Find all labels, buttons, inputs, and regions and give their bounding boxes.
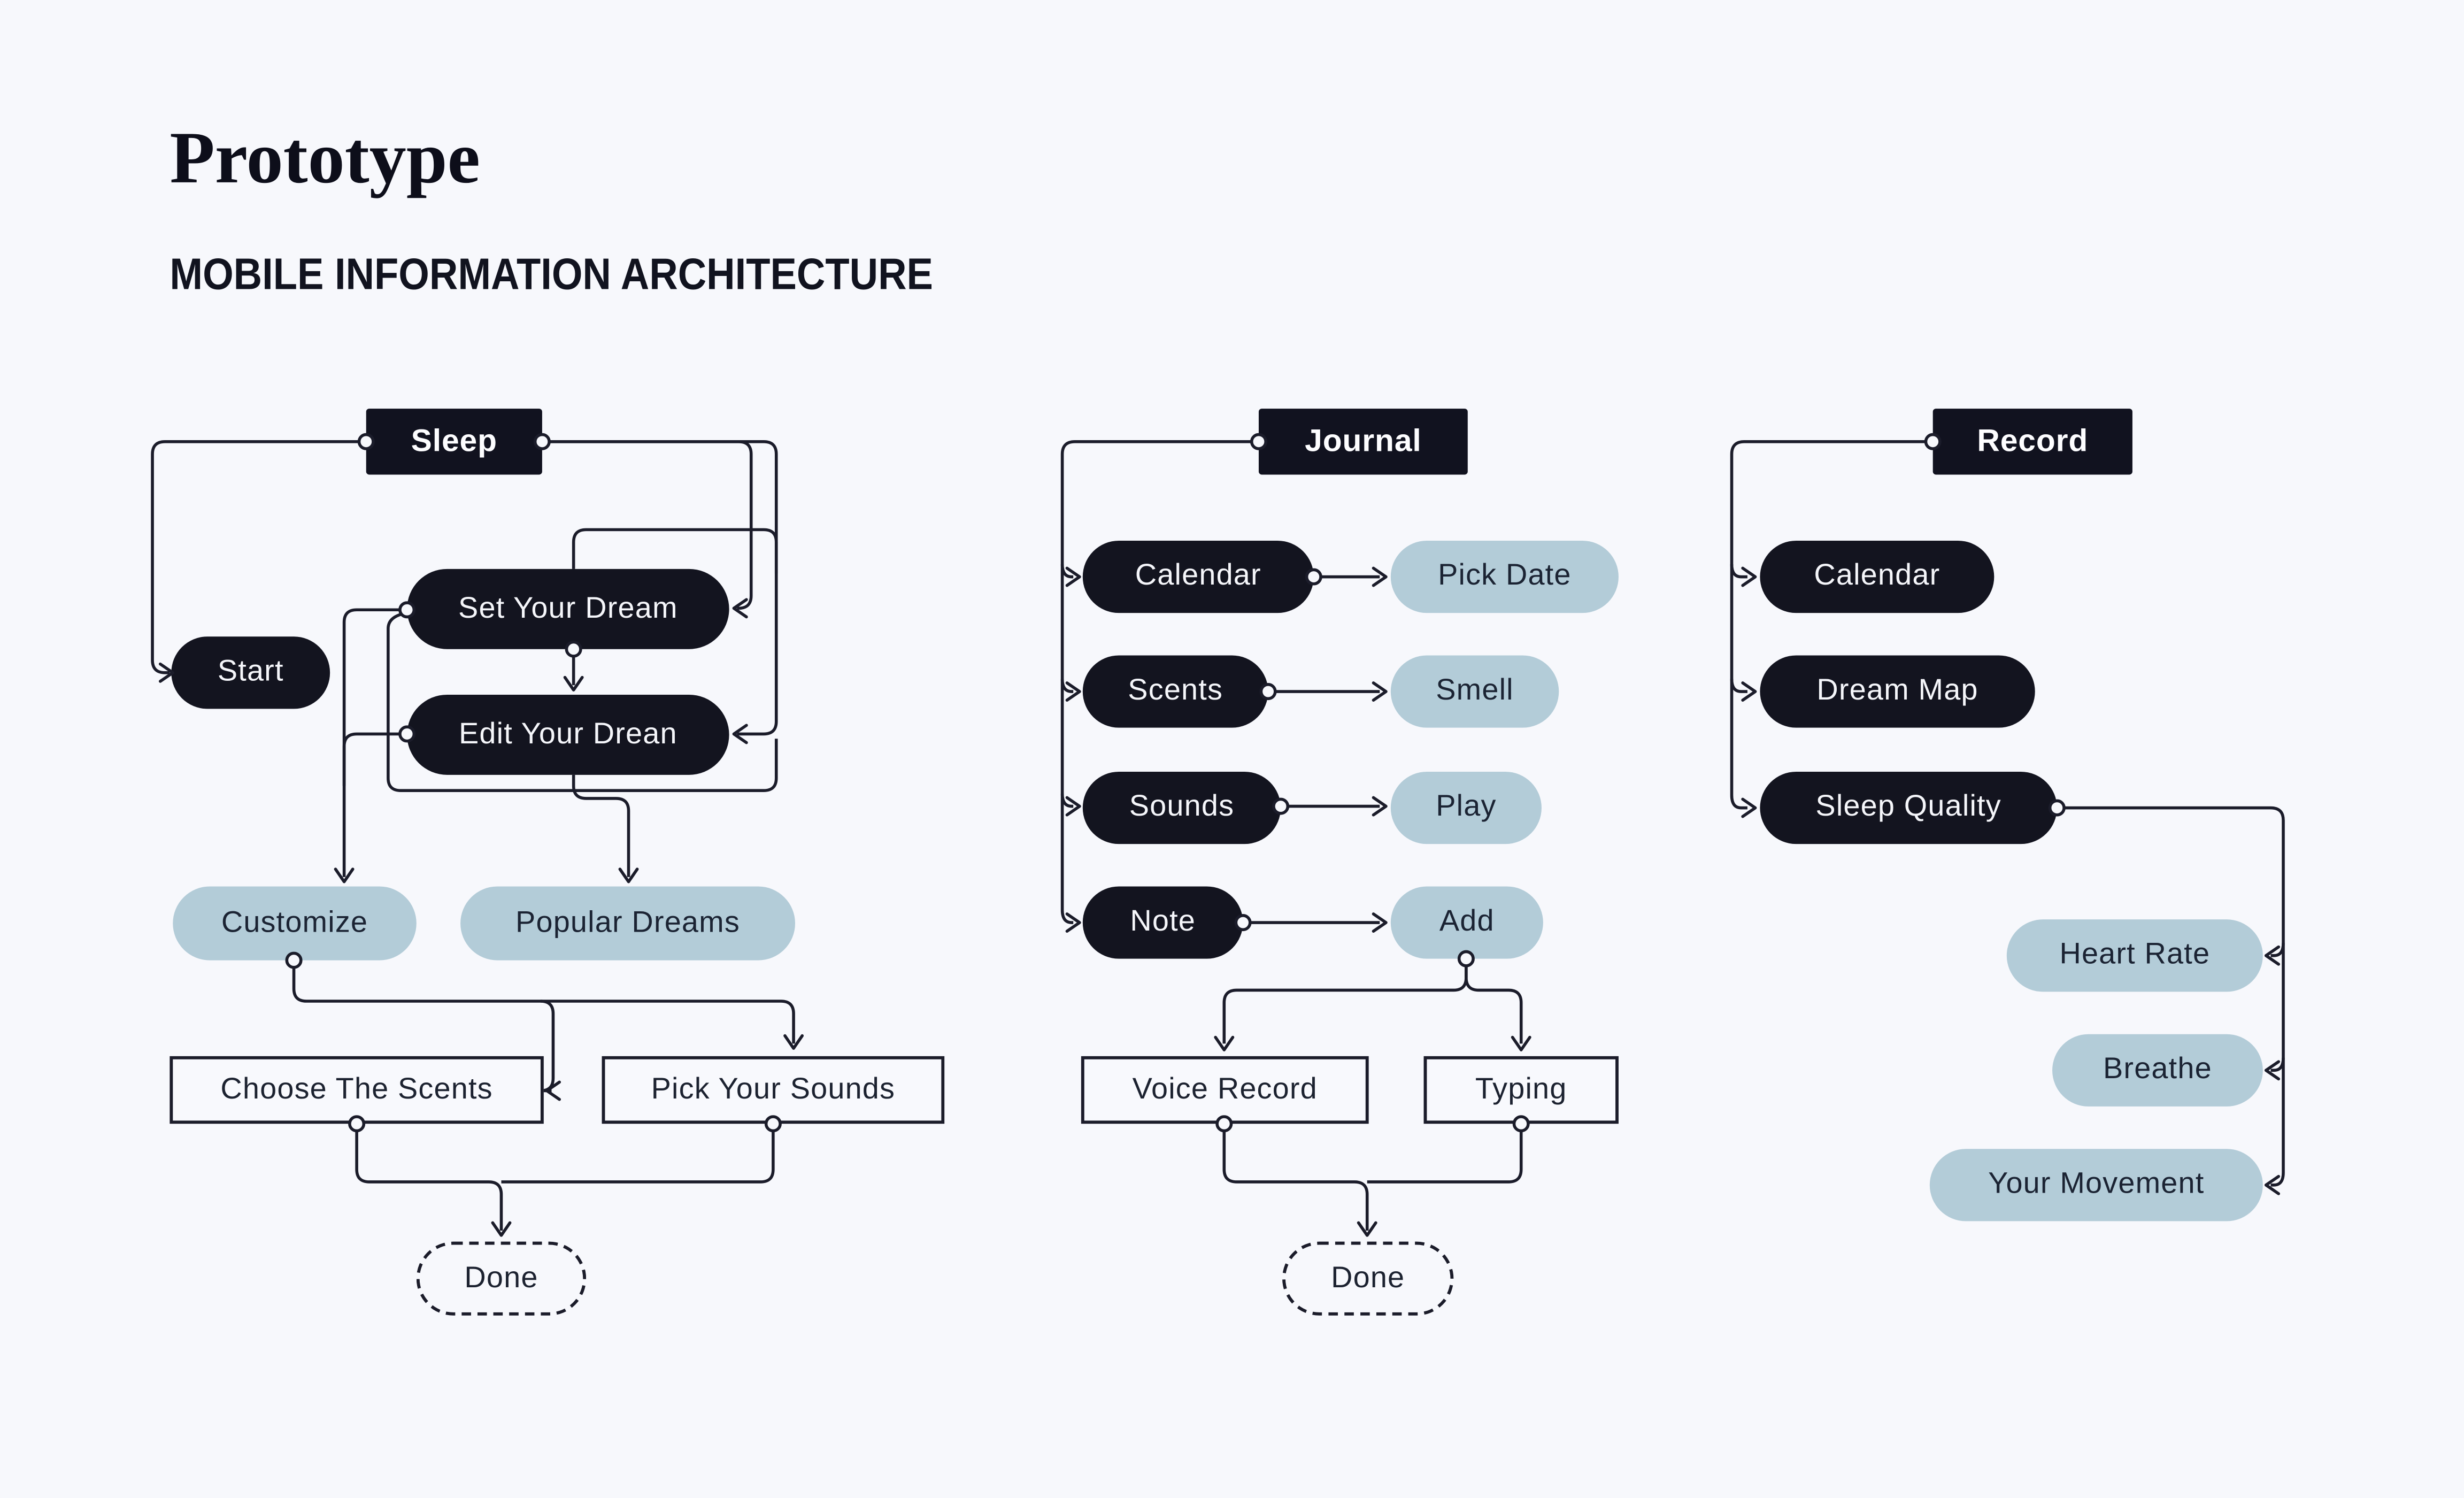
edge-journal	[1222, 1124, 1369, 1231]
edge-sleep	[540, 1000, 555, 1093]
node-start[interactable]: Start	[171, 636, 330, 709]
node-smell[interactable]: Smell	[1390, 655, 1559, 728]
node-done-sleep[interactable]: Done	[416, 1241, 587, 1316]
edge-journal	[1222, 958, 1468, 1044]
edge-record	[1730, 564, 1747, 579]
node-journal-scents[interactable]: Scents	[1082, 655, 1268, 728]
edge-record	[1730, 440, 1933, 810]
edge-sleep	[342, 608, 407, 877]
edge-sleep	[572, 528, 778, 574]
edge-record	[2057, 806, 2285, 1187]
node-popular-dreams[interactable]: Popular Dreams	[460, 886, 796, 961]
node-typing[interactable]: Typing	[1423, 1056, 1619, 1124]
edge-sleep	[387, 611, 778, 792]
node-pick-date[interactable]: Pick Date	[1390, 540, 1619, 613]
node-heart-rate[interactable]: Heart Rate	[2006, 919, 2263, 992]
edge-sleep	[501, 1124, 775, 1184]
edge-journal	[1060, 564, 1074, 579]
node-pick-your-sounds[interactable]: Pick Your Sounds	[602, 1056, 945, 1124]
node-record-header[interactable]: Record	[1932, 409, 2132, 475]
edge-sleep	[355, 1124, 503, 1231]
node-edit-your-drean[interactable]: Edit Your Drean	[407, 694, 729, 775]
page-title: Prototype	[170, 118, 480, 200]
node-choose-the-scents[interactable]: Choose The Scents	[170, 1056, 544, 1124]
node-set-your-dream[interactable]: Set Your Dream	[407, 569, 729, 649]
node-note[interactable]: Note	[1082, 886, 1243, 959]
node-journal-header[interactable]: Journal	[1258, 409, 1468, 475]
edge-journal	[1060, 679, 1074, 693]
node-customize[interactable]: Customize	[173, 886, 417, 961]
node-play[interactable]: Play	[1390, 771, 1542, 844]
edge-sleep	[342, 732, 407, 786]
edge-journal	[1060, 793, 1074, 808]
node-journal-calendar[interactable]: Calendar	[1082, 540, 1314, 613]
node-voice-record[interactable]: Voice Record	[1081, 1056, 1369, 1124]
edge-record	[2270, 943, 2285, 957]
node-add[interactable]: Add	[1390, 886, 1543, 959]
node-sleep-header[interactable]: Sleep	[366, 409, 542, 475]
node-your-movement[interactable]: Your Movement	[1929, 1149, 2263, 1222]
node-done-journal[interactable]: Done	[1282, 1241, 1454, 1316]
edge-journal	[1367, 1124, 1523, 1184]
node-dream-map[interactable]: Dream Map	[1760, 655, 2035, 728]
edge-sleep	[542, 440, 778, 736]
edge-record	[1730, 679, 1747, 693]
page-subtitle: MOBILE INFORMATION ARCHITECTURE	[170, 250, 933, 299]
node-breathe[interactable]: Breathe	[2052, 1034, 2263, 1107]
node-sleep-quality[interactable]: Sleep Quality	[1760, 771, 2057, 844]
edge-record	[2270, 1057, 2285, 1072]
node-record-calendar[interactable]: Calendar	[1760, 540, 1995, 613]
node-journal-sounds[interactable]: Sounds	[1082, 771, 1281, 844]
edge-journal	[1465, 958, 1523, 1044]
